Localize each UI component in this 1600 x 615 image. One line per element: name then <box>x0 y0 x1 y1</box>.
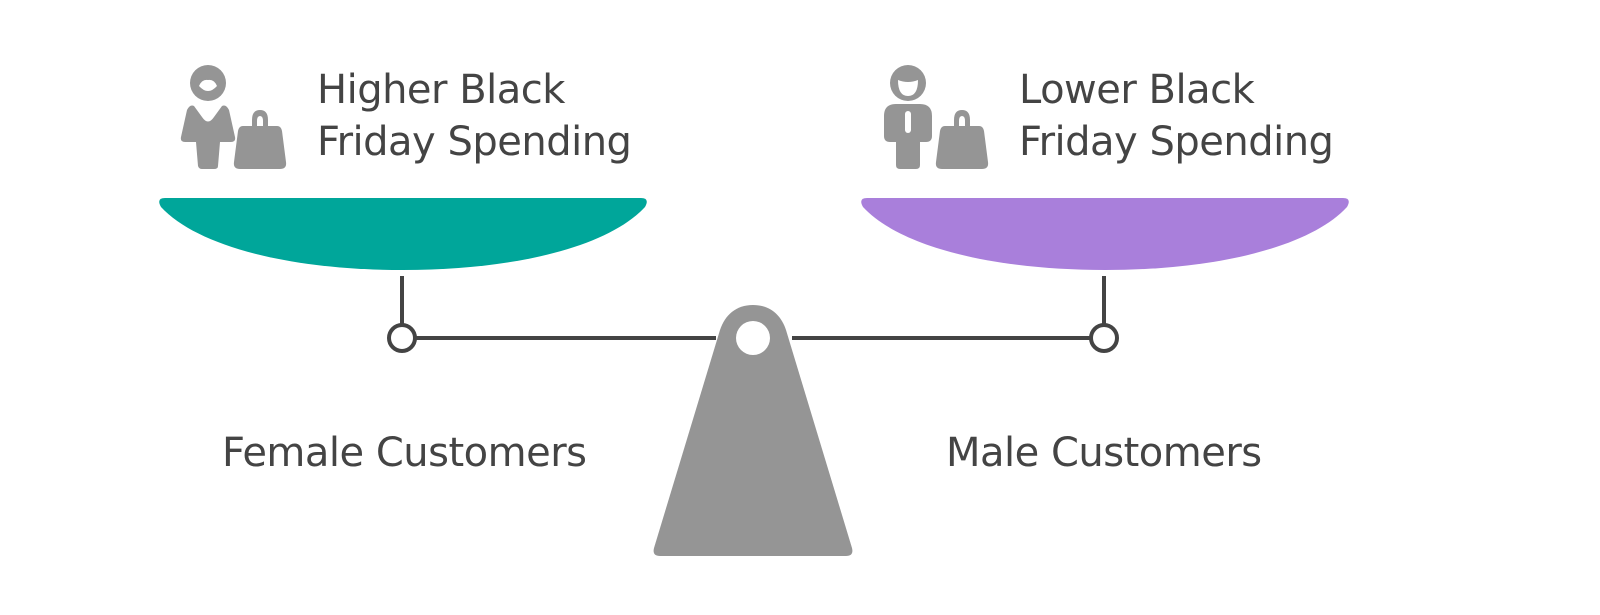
woman-icon <box>180 65 236 169</box>
right-group-label: Male Customers <box>946 430 1262 476</box>
right-pivot-ring <box>1089 323 1119 353</box>
left-group-label: Female Customers <box>222 430 587 476</box>
left-outcome-label: Higher Black Friday Spending <box>317 64 632 168</box>
right-scale-pan <box>861 198 1349 270</box>
right-outcome-line1: Lower Black <box>1019 67 1255 113</box>
left-outcome-line1: Higher Black <box>317 67 565 113</box>
right-outcome-line2: Friday Spending <box>1019 119 1334 165</box>
right-outcome-label: Lower Black Friday Spending <box>1019 64 1334 168</box>
fulcrum-hole <box>736 321 770 355</box>
left-scale-pan <box>159 198 647 270</box>
left-outcome-line2: Friday Spending <box>317 119 632 165</box>
shopping-bag-icon <box>233 110 287 169</box>
man-icon <box>884 65 932 169</box>
left-pivot-ring <box>387 323 417 353</box>
scale-fulcrum <box>653 305 853 556</box>
shopping-bag-icon <box>935 110 989 169</box>
